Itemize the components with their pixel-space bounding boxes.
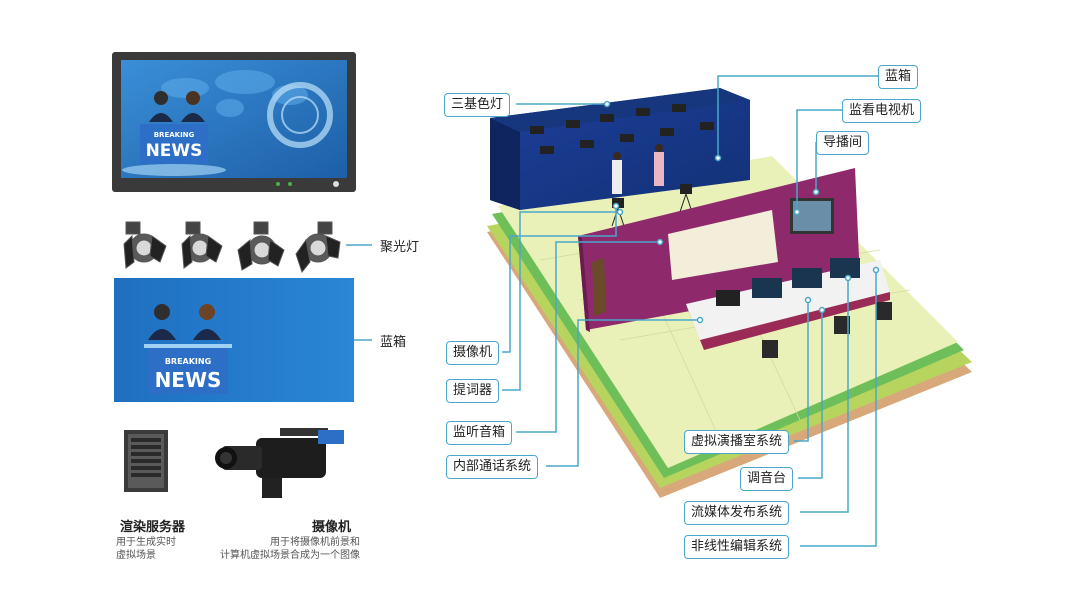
callout-camera: 摄像机: [446, 341, 500, 365]
tv-anchors: [149, 91, 205, 122]
callout-blue-box: 蓝箱: [878, 65, 919, 89]
server-title: 渲染服务器: [120, 520, 186, 535]
spotlight-label: 聚光灯: [380, 240, 420, 255]
callout-monitor-speaker: 监听音箱: [446, 421, 513, 445]
callout-director-room: 导播间: [816, 131, 870, 155]
bluebox-breaking-text: BREAKING: [165, 357, 211, 366]
render-server-image: [124, 430, 168, 492]
callout-rgb-light: 三基色灯: [444, 93, 511, 117]
bluebox-label: 蓝箱: [380, 335, 407, 350]
camcorder-image: [215, 428, 344, 498]
callout-monitor-tv: 监看电视机: [842, 99, 922, 123]
bluebox-news-text: NEWS: [155, 368, 222, 392]
spotlights: [123, 221, 341, 274]
callout-streaming: 流媒体发布系统: [684, 501, 790, 525]
tv-screen: BREAKING NEWS: [112, 52, 356, 192]
callout-intercom: 内部通话系统: [446, 455, 539, 479]
server-desc-line1: 用于生成实时: [116, 537, 176, 548]
callout-mixer: 调音台: [740, 467, 794, 491]
callout-teleprompter: 提词器: [446, 379, 500, 403]
camera-desc-line2: 计算机虚拟场景合成为一个图像: [220, 550, 360, 561]
camera-title: 摄像机: [312, 520, 352, 535]
callout-nle: 非线性编辑系统: [684, 535, 790, 559]
server-desc-line2: 虚拟场景: [116, 550, 156, 561]
camera-desc: 用于将摄像机前景和 计算机虚拟场景合成为一个图像: [212, 536, 360, 562]
tv-news-text: NEWS: [146, 141, 203, 161]
tv-breaking-text: BREAKING: [154, 131, 195, 139]
callout-virtual-studio: 虚拟演播室系统: [684, 430, 790, 454]
server-desc: 用于生成实时 虚拟场景: [116, 536, 176, 562]
bluebox-panel: BREAKING NEWS: [114, 278, 354, 402]
leader-lines: [502, 75, 880, 547]
camera-desc-line1: 用于将摄像机前景和: [270, 537, 360, 548]
